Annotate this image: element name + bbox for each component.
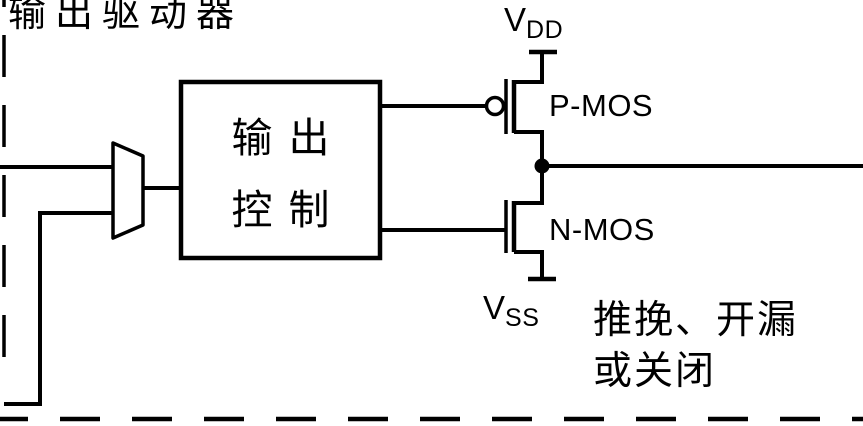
- mode-note-line1: 推挽、开漏: [593, 298, 799, 343]
- vdd-base: V: [504, 1, 527, 38]
- output-control-label: 输出 控制: [181, 82, 380, 258]
- nmos-source-to-vss: [514, 250, 544, 278]
- mux-input-wire-bottom: [4, 211, 113, 406]
- output-control-label-line2: 控制: [231, 186, 346, 234]
- pmos-transistor-symbol: [504, 52, 544, 166]
- mode-note-line2: 或关闭: [593, 349, 717, 394]
- mux-symbol: [111, 141, 145, 240]
- vdd-subscript: DD: [526, 16, 564, 44]
- nmos-transistor-symbol: [504, 166, 544, 278]
- pmos-source-to-vdd: [514, 52, 544, 84]
- block-title: 输出驱动器: [8, 0, 244, 35]
- pmos-drain-to-node: [514, 130, 544, 166]
- nmos-drain-to-node: [514, 166, 544, 205]
- vss-subscript: SS: [505, 304, 540, 332]
- vss-base: V: [483, 289, 506, 326]
- output-control-box: [178, 79, 383, 261]
- nmos-label: N-MOS: [549, 212, 655, 247]
- vss-label: VSS: [483, 289, 539, 331]
- inversion-bubble-icon: [484, 95, 506, 117]
- pmos-label: P-MOS: [549, 88, 654, 123]
- vdd-label: VDD: [504, 1, 563, 43]
- output-control-label-line1: 输出: [231, 114, 346, 162]
